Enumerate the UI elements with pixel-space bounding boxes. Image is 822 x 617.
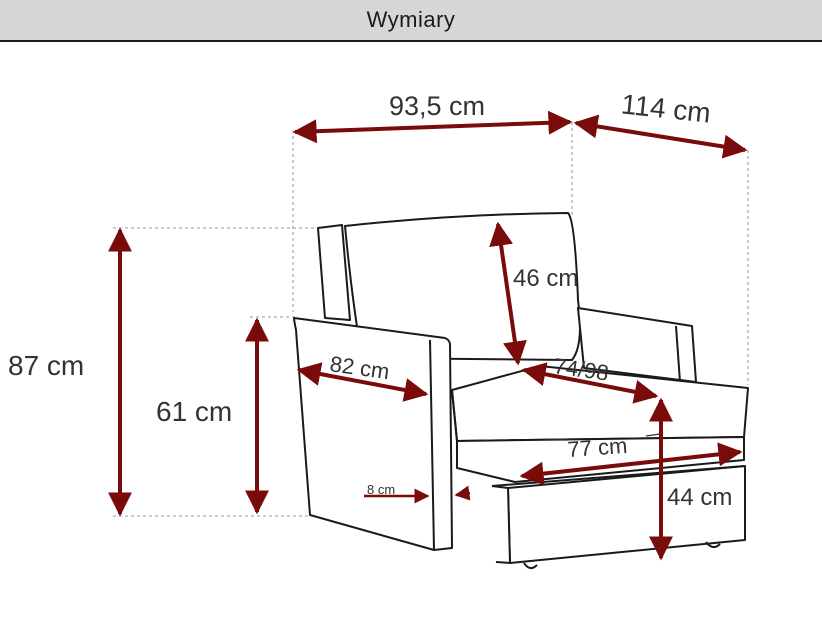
- arrow-backrest-height: [489, 221, 527, 366]
- label-seat-height: 44 cm: [667, 484, 732, 511]
- page-title: Wymiary: [366, 7, 456, 32]
- label-width-total: 93,5 cm: [389, 91, 485, 121]
- label-seat-width: 77 cm: [567, 433, 629, 462]
- armrest-width-arrows: [364, 485, 471, 504]
- arrow-seat-depth: [521, 362, 659, 404]
- label-armrest-width: 8 cm: [367, 482, 395, 497]
- label-armrest-height: 61 cm: [156, 396, 232, 427]
- guide-lines: [113, 122, 749, 517]
- label-height-total: 87 cm: [8, 350, 84, 381]
- label-backrest-height: 46 cm: [513, 265, 578, 292]
- label-depth-total: 114 cm: [620, 88, 712, 128]
- arrow-seat-width: [519, 442, 743, 486]
- header-bar: Wymiary: [0, 0, 822, 42]
- arrow-width-total: [292, 110, 573, 144]
- arrow-depth-total: [573, 114, 748, 159]
- arrow-armrest-depth: [296, 362, 429, 402]
- dimension-arrows: [108, 110, 748, 561]
